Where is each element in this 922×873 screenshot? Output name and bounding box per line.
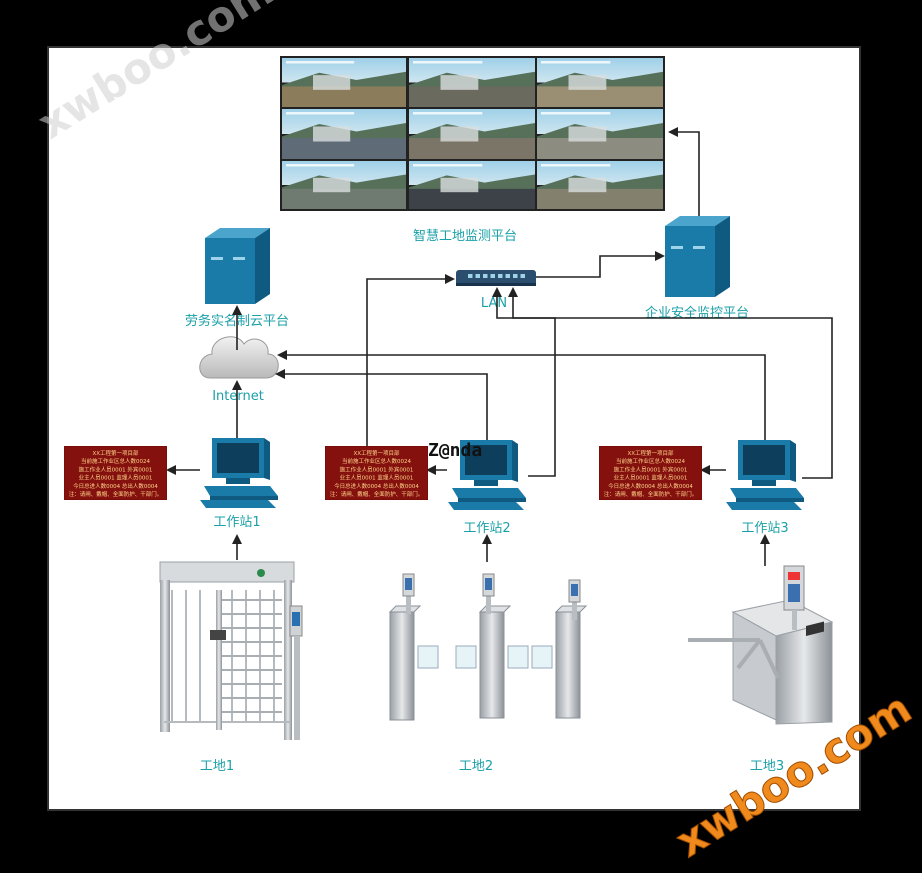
port-light: [468, 274, 473, 278]
port-light: [483, 274, 488, 278]
port-light: [505, 274, 510, 278]
led-line: XX工程第一项目部: [92, 449, 139, 457]
camera-tile: [537, 58, 663, 107]
full-height-turnstile-icon: [159, 561, 303, 740]
connection-lines: [166, 127, 833, 566]
enterprise-server-icon: [665, 216, 730, 297]
led-line: 业主人员0001 监理人员0001: [340, 474, 414, 482]
labor-cloud-server-icon: [205, 228, 270, 304]
led-line: 施工作业人员0001 外宾0001: [79, 465, 153, 473]
workstation-2-icon: [448, 440, 526, 510]
led-line: 业主人员0001 监理人员0001: [79, 474, 153, 482]
workstation-1-icon: [200, 438, 278, 508]
led-line: 施工作业人员0001 外宾0001: [340, 465, 414, 473]
led-line: 业主人员0001 监理人员0001: [614, 474, 688, 482]
led-line: 当前施工作业区总人数0024: [81, 457, 150, 465]
led-line: 注：请闸、戴帽、全面防护、干部门。: [69, 490, 163, 498]
tripod-turnstile-icon: [688, 565, 834, 725]
workstation-3-icon: [726, 440, 804, 510]
video-wall: [280, 56, 665, 211]
port-light: [520, 274, 525, 278]
led-line: 注：请闸、戴帽、全面防护、干部门。: [330, 490, 424, 498]
overlay-text: Z@nda: [428, 440, 482, 461]
monitor-platform-label: 智慧工地监测平台: [413, 228, 517, 244]
led-line: 当前施工作业区总人数0024: [616, 457, 685, 465]
camera-tile: [409, 58, 535, 107]
camera-tile: [282, 109, 406, 159]
swing-gate-icon: [388, 573, 588, 721]
workstation-3-label: 工作站3: [741, 521, 788, 536]
internet-cloud-icon: [199, 336, 279, 379]
led-line: 注：请闸、戴帽、全面防护、干部门。: [604, 490, 698, 498]
port-light: [490, 274, 495, 278]
led-line: 当前施工作业区总人数0024: [342, 457, 411, 465]
site-2-label: 工地2: [459, 759, 493, 774]
led-line: 今日总进人数0004 总出人数0004: [608, 482, 693, 490]
led-line: XX工程第一项目部: [627, 449, 674, 457]
internet-label: Internet: [212, 389, 264, 404]
led-line: XX工程第一项目部: [353, 449, 400, 457]
camera-tile: [282, 161, 406, 209]
camera-tile: [409, 161, 535, 209]
lan-label: LAN: [481, 296, 507, 311]
lan-switch-icon: [456, 270, 536, 286]
led-line: 施工作业人员0001 外宾0001: [614, 465, 688, 473]
led-line: 今日总进人数0004 总出人数0004: [73, 482, 158, 490]
camera-tile: [537, 109, 663, 159]
workstation-1-label: 工作站1: [213, 515, 260, 530]
camera-tile: [282, 58, 406, 107]
port-light: [513, 274, 518, 278]
site-3-label: 工地3: [750, 759, 784, 774]
led-line: 今日总进人数0004 总出人数0004: [334, 482, 419, 490]
camera-tile: [537, 161, 663, 209]
site-1-label: 工地1: [200, 759, 234, 774]
workstation-2-label: 工作站2: [463, 521, 510, 536]
port-light: [498, 274, 503, 278]
camera-tile: [409, 109, 535, 159]
port-light: [475, 274, 480, 278]
enterprise-platform-label: 企业安全监控平台: [645, 305, 749, 321]
